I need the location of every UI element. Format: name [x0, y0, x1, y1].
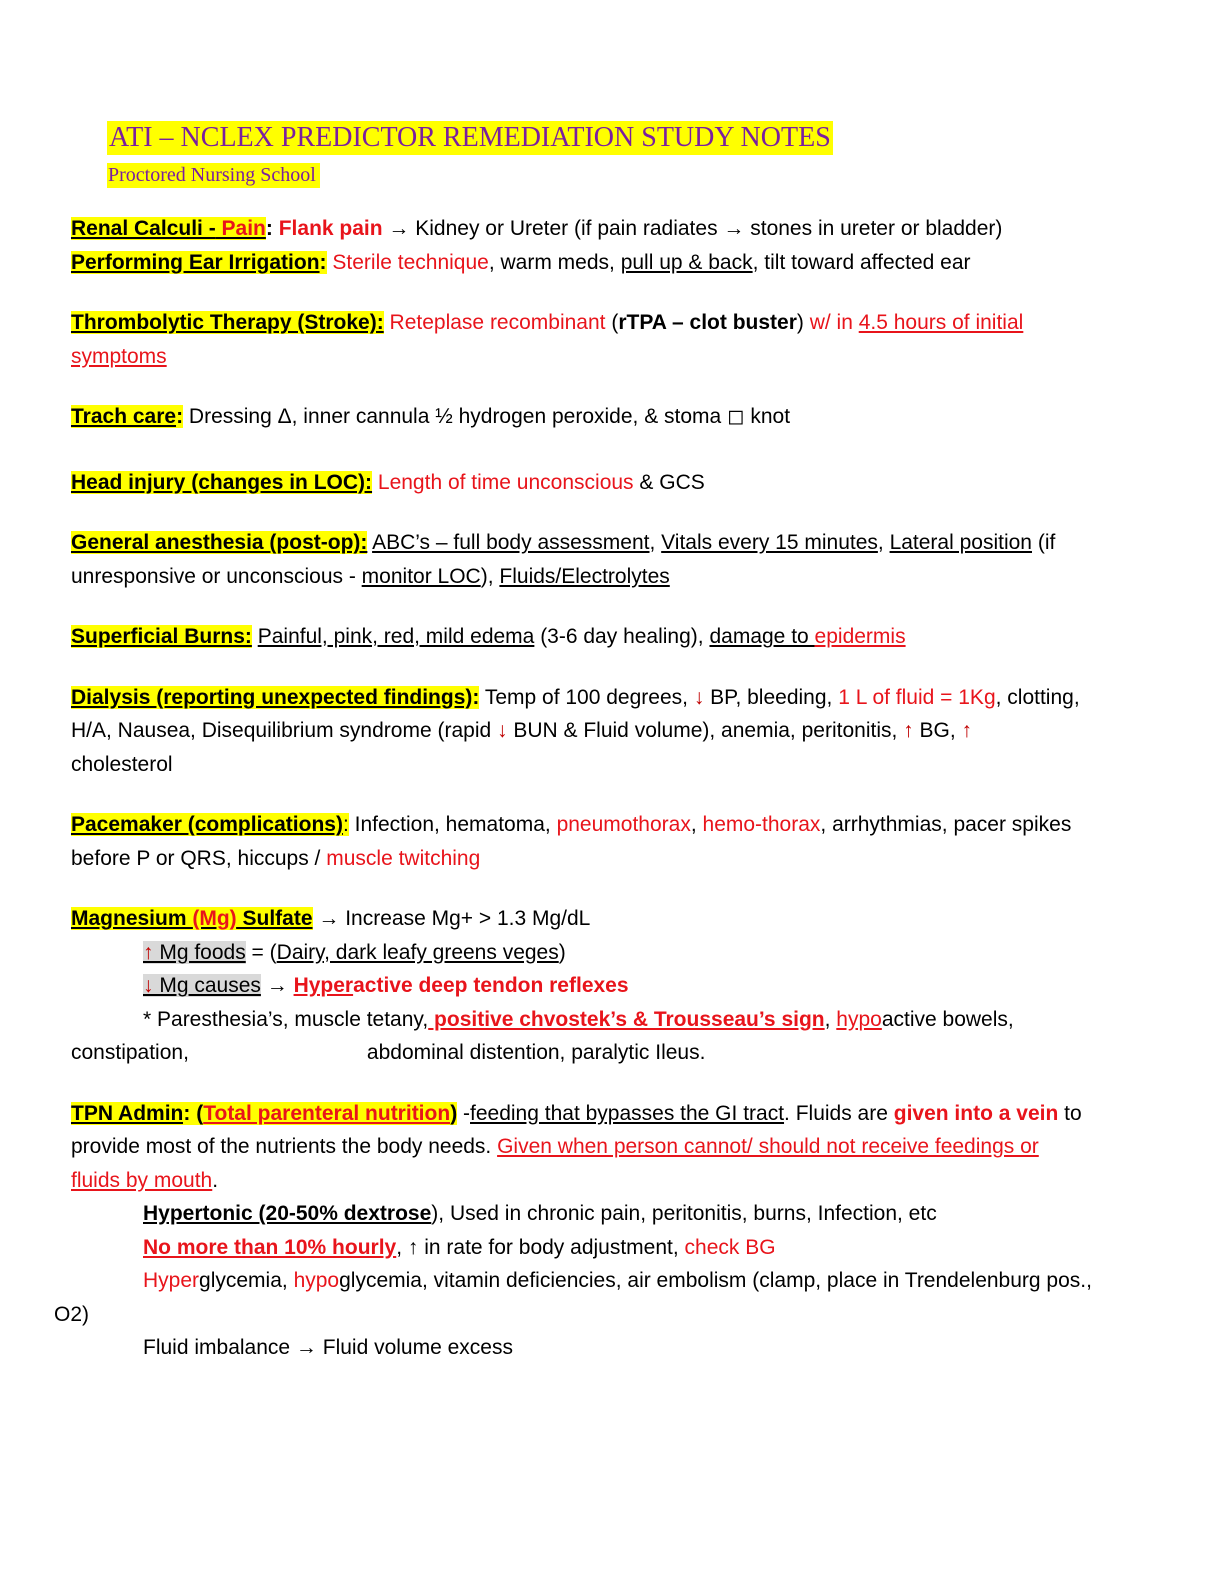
head-injury-line: Head injury (changes in LOC): Length of … — [71, 470, 705, 494]
document-title: ATI – NCLEX PREDICTOR REMEDIATION STUDY … — [107, 121, 833, 155]
dialysis-line-2: H/A, Nausea, Disequilibrium syndrome (ra… — [71, 719, 973, 742]
tpn-line-3: fluids by mouth. — [71, 1168, 219, 1192]
magnesium-causes-line: ↓ Mg causes → Hyperactive deep tendon re… — [143, 974, 629, 997]
thrombolytic-line-2: symptoms — [71, 344, 167, 368]
magnesium-heading: Magnesium (Mg) Sulfate — [71, 907, 313, 930]
renal-calculi-line: Renal Calculi - Pain: Flank pain → Kidne… — [71, 217, 1003, 240]
trach-care-heading: Trach care — [71, 405, 177, 428]
pacemaker-line: Pacemaker (complications): Infection, he… — [71, 813, 1072, 836]
magnesium-line: Magnesium (Mg) Sulfate → Increase Mg+ > … — [71, 907, 591, 930]
dialysis-line: Dialysis (reporting unexpected findings)… — [71, 685, 1080, 709]
flank-pain: Flank pain — [278, 217, 383, 240]
tpn-complications-line-2: O2) — [54, 1302, 90, 1326]
magnesium-foods-line: ↑ Mg foods = (Dairy, dark leafy greens v… — [143, 940, 566, 964]
trach-care-line: Trach care: Dressing Δ, inner cannula ½ … — [71, 405, 791, 428]
burns-heading: Superficial Burns: — [71, 625, 252, 648]
tpn-complications-line: Hyperglycemia, hypoglycemia, vitamin def… — [143, 1269, 1092, 1292]
arrow-up-icon: ↑ — [961, 719, 973, 742]
dialysis-heading: Dialysis (reporting unexpected findings) — [71, 685, 473, 709]
pacemaker-heading: Pacemaker (complications) — [71, 813, 343, 836]
arrow-up-icon: ↑ — [143, 940, 154, 964]
anesthesia-heading: General anesthesia (post-op): — [71, 531, 368, 554]
renal-calculi-heading: Renal Calculi - Pain — [71, 217, 266, 240]
tpn-heading: TPN Admin — [71, 1101, 184, 1125]
pacemaker-line-2: before P or QRS, hiccups / muscle twitch… — [71, 846, 481, 870]
arrow-down-icon: ↓ — [693, 685, 705, 709]
thrombolytic-line: Thrombolytic Therapy (Stroke): Reteplase… — [71, 311, 1024, 334]
tpn-line-2: provide most of the nutrients the body n… — [71, 1135, 1039, 1158]
burns-line: Superficial Burns: Painful, pink, red, m… — [71, 625, 906, 648]
tpn-rate-line: No more than 10% hourly, ↑ in rate for b… — [143, 1235, 776, 1259]
head-injury-heading: Head injury (changes in LOC): — [71, 470, 373, 494]
dialysis-line-3: cholesterol — [71, 752, 173, 776]
thrombolytic-heading: Thrombolytic Therapy (Stroke): — [71, 311, 384, 334]
anesthesia-line: General anesthesia (post-op): ABC’s – fu… — [71, 531, 1056, 554]
tpn-hypertonic-line: Hypertonic (20-50% dextrose), Used in ch… — [143, 1202, 937, 1225]
document-subtitle: Proctored Nursing School — [107, 163, 320, 188]
notes-body: Renal Calculi - Pain: Flank pain → Kidne… — [54, 212, 1151, 1365]
arrow-up-icon: ↑ — [903, 719, 914, 742]
ear-irrigation-line: Performing Ear Irrigation: Sterile techn… — [71, 250, 971, 274]
tpn-fluid-line: Fluid imbalance → Fluid volume excess — [143, 1336, 513, 1359]
magnesium-signs-line: * Paresthesia’s, muscle tetany, positive… — [143, 1007, 1014, 1031]
tpn-line: TPN Admin: (Total parenteral nutrition) … — [71, 1101, 1082, 1125]
anesthesia-line-2: unresponsive or unconscious - monitor LO… — [71, 564, 670, 588]
arrow-down-icon: ↓ — [143, 974, 154, 997]
arrow-down-icon: ↓ — [497, 719, 508, 742]
magnesium-signs-line-2: constipation,abdominal distention, paral… — [71, 1041, 706, 1064]
ear-irrigation-heading: Performing Ear Irrigation — [71, 250, 320, 274]
